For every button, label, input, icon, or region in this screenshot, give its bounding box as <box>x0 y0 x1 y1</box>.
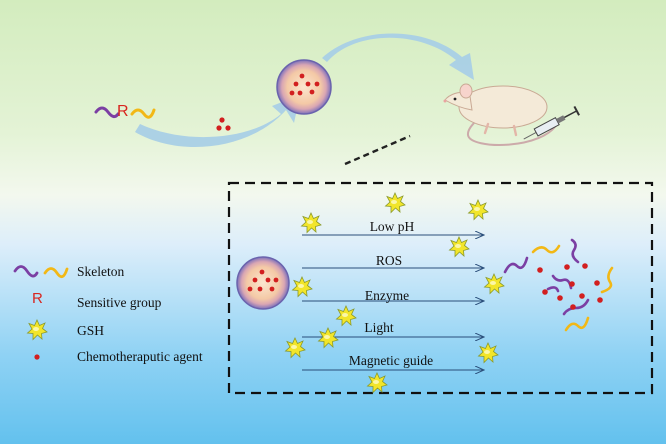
gsh-icon <box>449 236 470 257</box>
magnifier-line-icon <box>344 134 411 166</box>
polymer-chain-icon <box>13 265 39 278</box>
legend-label-gsh: GSH <box>77 323 105 338</box>
legend-icons <box>13 265 69 360</box>
polymer-chain-icon <box>43 267 69 279</box>
gsh-icon <box>468 199 489 220</box>
stimulus-label-enzyme: Enzyme <box>364 288 410 303</box>
mouse-icon <box>443 83 559 146</box>
gsh-icon <box>385 192 406 213</box>
gsh-icon <box>336 305 357 326</box>
drug-dot-icon <box>34 354 40 360</box>
nanoparticle-box <box>236 256 290 310</box>
zoom-box <box>227 181 654 395</box>
syringe-icon <box>523 105 580 140</box>
legend-label-chemotheraputic-agent: Chemotheraputic agent <box>77 349 203 364</box>
released-drug-dots <box>537 263 603 310</box>
flow-arrow-to-mouse <box>322 33 474 80</box>
gsh-icon <box>318 327 339 348</box>
gsh-icon <box>285 337 306 358</box>
stimulus-label-ros: ROS <box>375 253 403 268</box>
stimulus-label-low-ph: Low pH <box>369 219 415 234</box>
nanoparticle-top <box>276 59 332 115</box>
flow-arrow-to-nanoparticle <box>135 95 300 148</box>
polymer-skeleton-with-group <box>94 106 156 119</box>
gsh-icon <box>27 319 48 340</box>
gsh-icon <box>367 372 388 393</box>
gsh-icon <box>301 212 322 233</box>
legend-label-sensitive-group: Sensitive group <box>77 295 162 310</box>
gsh-icon <box>478 342 499 363</box>
legend-sensitive-group-symbol: R <box>32 290 43 307</box>
flow-arrows <box>135 33 474 148</box>
legend-label-skeleton: Skeleton <box>77 264 125 279</box>
stimulus-label-light: Light <box>364 320 394 335</box>
released-fragments <box>503 238 614 332</box>
sensitive-group-mark: R <box>117 103 129 120</box>
stimulus-label-magnetic-guide: Magnetic guide <box>348 353 434 368</box>
gsh-icon <box>484 273 505 294</box>
gsh-icon <box>292 276 313 297</box>
free-drug-dots <box>216 117 231 131</box>
